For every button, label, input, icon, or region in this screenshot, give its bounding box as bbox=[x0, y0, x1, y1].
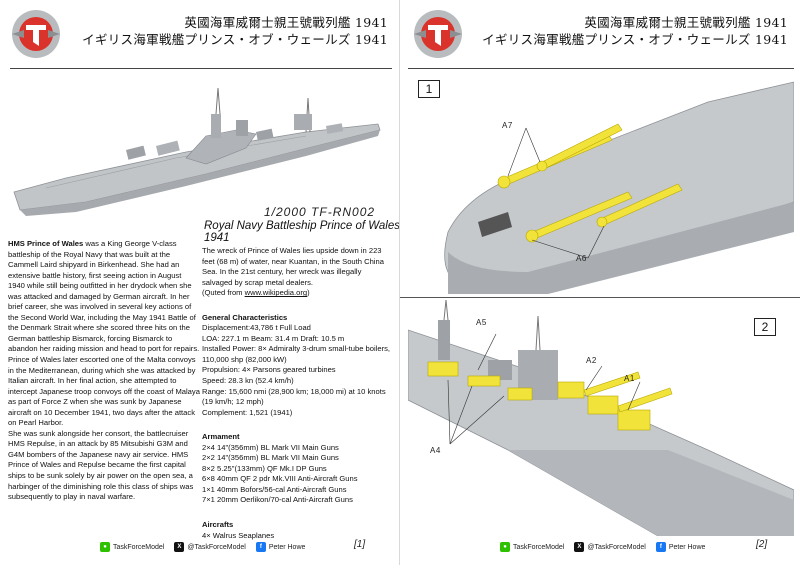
title-cn: 英國海軍威爾士親王號戰列艦 1941 bbox=[584, 15, 788, 30]
sinking-paragraph: She was sunk alongside her consort, the … bbox=[8, 428, 194, 502]
page-number: [2] bbox=[756, 539, 768, 550]
general-characteristics-heading: General Characteristics bbox=[202, 312, 288, 322]
step2-illustration bbox=[408, 300, 794, 536]
title-jp: イギリス海軍戦艦プリンス・オブ・ウェールズ 1941 bbox=[82, 32, 388, 47]
page-number: [1] bbox=[354, 539, 366, 550]
scale-code: 1/2000 TF-RN002 bbox=[264, 205, 376, 219]
panel-divider bbox=[400, 297, 800, 298]
history-column: HMS Prince of Wales was a King George V-… bbox=[8, 239, 200, 503]
taskforce-logo bbox=[12, 10, 60, 58]
step-1-marker: 1 bbox=[418, 80, 440, 98]
callout-a4: A4 bbox=[430, 446, 441, 455]
gc-line: LOA: 227.1 m Beam: 31.4 m Draft: 10.5 m bbox=[202, 333, 345, 343]
armament-line: 2×2 14"(356mm) BL Mark VII Main Guns bbox=[202, 453, 339, 463]
facebook-icon: f bbox=[255, 542, 266, 552]
wechat-icon: ● bbox=[100, 542, 110, 552]
facebook-icon: f bbox=[655, 542, 666, 552]
armament-heading: Armament bbox=[202, 432, 240, 442]
step-2-marker: 2 bbox=[754, 318, 776, 336]
header-rule bbox=[408, 68, 794, 69]
title-jp: イギリス海軍戦艦プリンス・オブ・ウェールズ 1941 bbox=[482, 32, 788, 47]
wechat-icon: ● bbox=[500, 542, 510, 552]
gc-line: Propulsion: 4× Parsons geared turbines bbox=[202, 365, 336, 375]
callout-a7: A7 bbox=[502, 121, 513, 130]
source-citation: (Quted from www.wikipedia.org) bbox=[202, 288, 310, 298]
callout-a5: A5 bbox=[476, 318, 487, 327]
armament-line: 1×1 40mm Bofors/56-cal Anti-Aircraft Gun… bbox=[202, 484, 347, 494]
callout-a1: A1 bbox=[624, 374, 635, 383]
gc-line: Installed Power: 8× Admiralty 3-drum sma… bbox=[202, 344, 391, 364]
page-right: 英國海軍威爾士親王號戰列艦 1941 イギリス海軍戦艦プリンス・オブ・ウェールズ… bbox=[400, 0, 800, 565]
aircraft-line: 4× Walrus Seaplanes bbox=[202, 530, 275, 540]
header-title: 英國海軍威爾士親王號戰列艦 1941 イギリス海軍戦艦プリンス・オブ・ウェールズ… bbox=[82, 14, 388, 48]
intro-paragraph: HMS Prince of Wales was a King George V-… bbox=[8, 239, 200, 428]
ship-render-image bbox=[13, 87, 381, 216]
page-left: 英國海軍威爾士親王號戰列艦 1941 イギリス海軍戦艦プリンス・オブ・ウェールズ… bbox=[8, 10, 401, 554]
header-rule bbox=[10, 68, 392, 69]
specs-column: The wreck of Prince of Wales lies upside… bbox=[202, 246, 392, 541]
x-link[interactable]: X@TaskForceModel bbox=[174, 542, 246, 552]
aircrafts-heading: Aircrafts bbox=[202, 520, 234, 530]
armament-line: 8×2 5.25"(133mm) QF Mk.I DP Guns bbox=[202, 463, 327, 473]
wechat-link[interactable]: ●TaskForceModel bbox=[500, 542, 564, 552]
kit-subtitle: Royal Navy Battleship Prince of Wales 19… bbox=[204, 220, 401, 244]
armament-line: 2×4 14"(356mm) BL Mark VII Main Guns bbox=[202, 442, 339, 452]
step1-illustration bbox=[444, 81, 794, 294]
wreck-paragraph: The wreck of Prince of Wales lies upside… bbox=[202, 246, 384, 287]
armament-line: 7×1 20mm Oerlikon/70-cal Anti-Aircraft G… bbox=[202, 495, 353, 505]
ship-name: HMS Prince of Wales bbox=[8, 239, 84, 248]
x-link[interactable]: X@TaskForceModel bbox=[574, 542, 646, 552]
callout-a6: A6 bbox=[576, 254, 587, 263]
callout-a2: A2 bbox=[586, 356, 597, 365]
x-icon: X bbox=[574, 542, 585, 552]
taskforce-logo bbox=[414, 10, 462, 58]
title-cn: 英國海軍威爾士親王號戰列艦 1941 bbox=[184, 15, 388, 30]
gc-line: Range: 15,600 nmi (28,900 km; 18,000 mi)… bbox=[202, 386, 386, 407]
page-divider bbox=[399, 0, 400, 565]
wikipedia-link[interactable]: www.wikipedia.org bbox=[244, 288, 308, 298]
gc-line: Complement: 1,521 (1941) bbox=[202, 407, 293, 417]
gc-line: Speed: 28.3 kn (52.4 km/h) bbox=[202, 376, 294, 386]
wechat-link[interactable]: ●TaskForceModel bbox=[100, 542, 164, 552]
gc-line: Displacement:43,786 t Full Load bbox=[202, 323, 311, 333]
armament-line: 6×8 40mm QF 2 pdr Mk.VIII Anti-Aircraft … bbox=[202, 474, 358, 484]
x-icon: X bbox=[174, 542, 185, 552]
header-title: 英國海軍威爾士親王號戰列艦 1941 イギリス海軍戦艦プリンス・オブ・ウェールズ… bbox=[482, 14, 788, 48]
